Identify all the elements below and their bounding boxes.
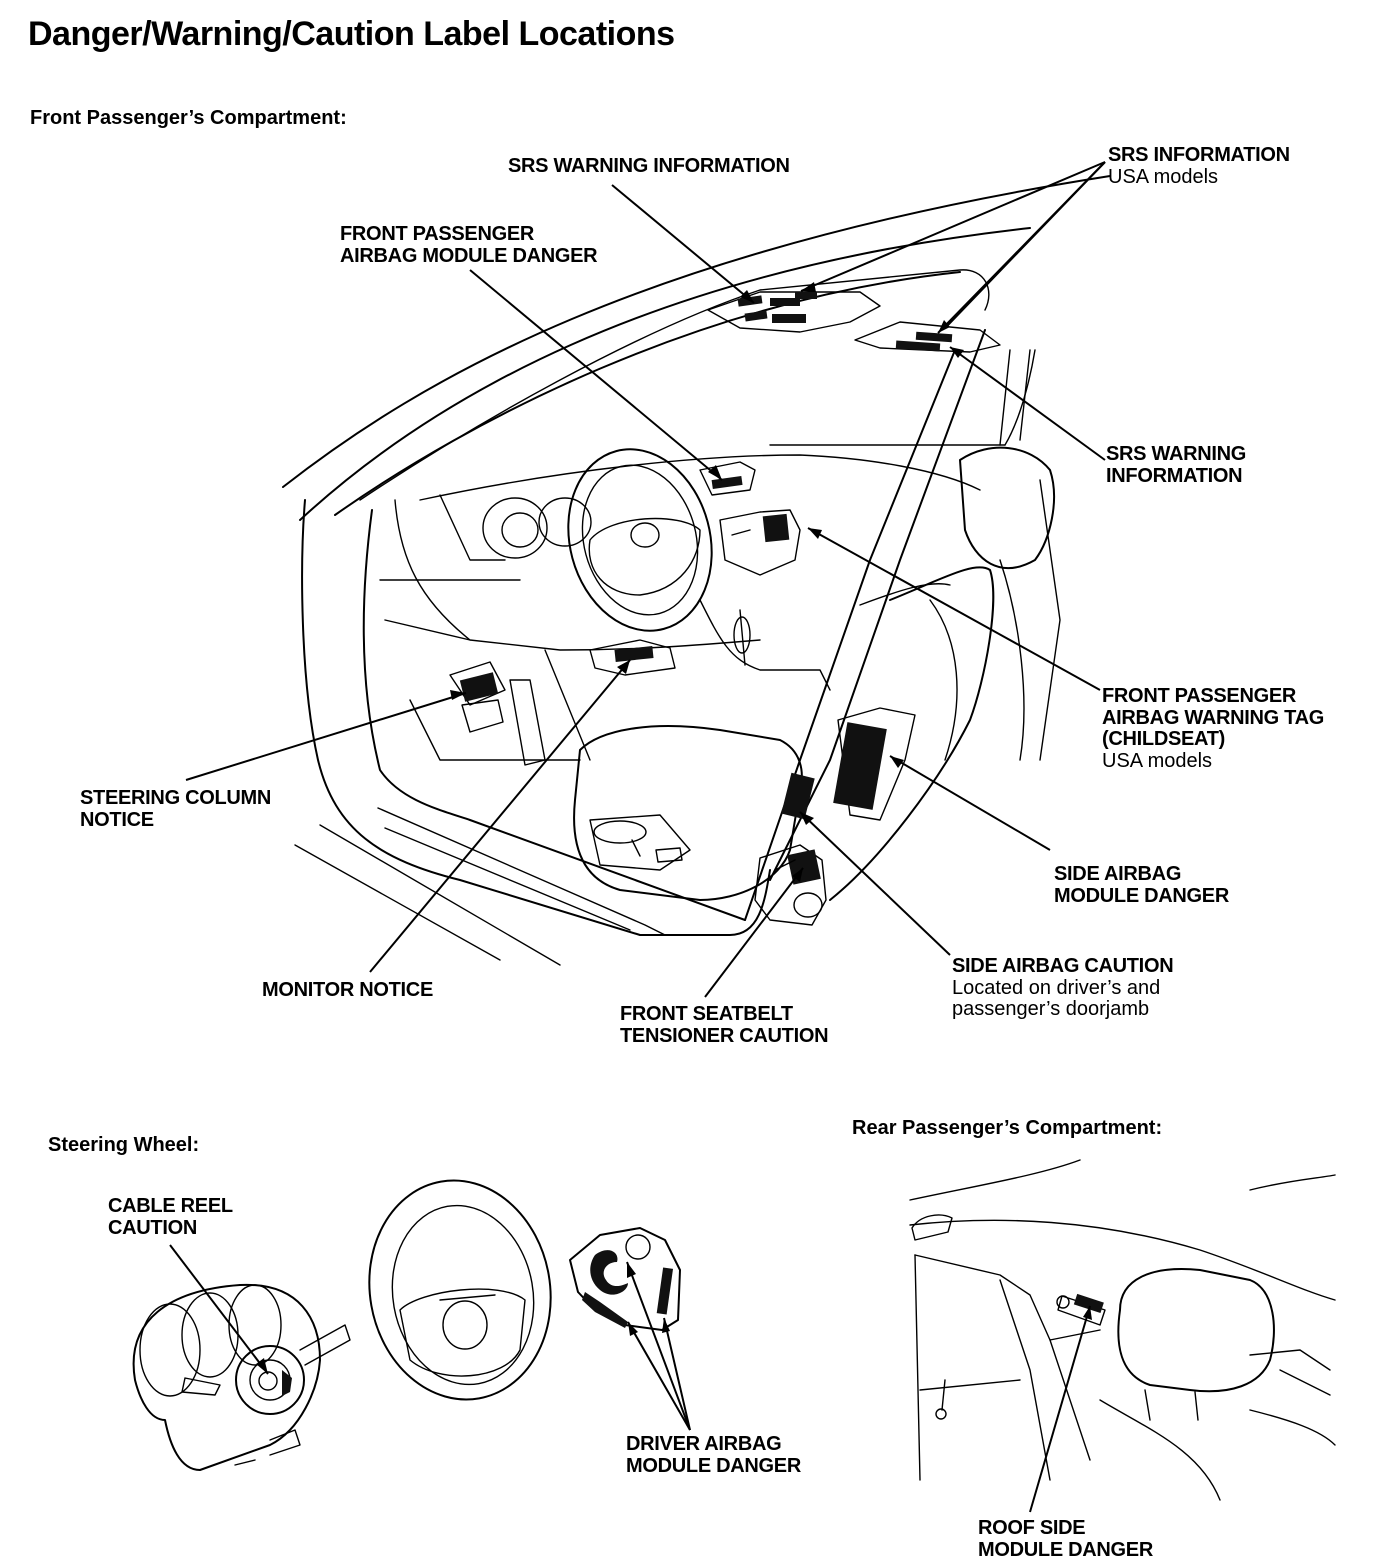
label-line: FRONT PASSENGER	[340, 223, 535, 245]
label-line: SIDE AIRBAG	[1054, 863, 1182, 885]
label-note: passenger’s doorjamb	[952, 998, 1150, 1021]
label-front-passenger-airbag-warning-tag: FRONT PASSENGER AIRBAG WARNING TAG (CHIL…	[1102, 685, 1324, 772]
steering-wheel-drawings	[132, 1179, 681, 1471]
label-line: MODULE DANGER	[626, 1454, 801, 1477]
label-srs-information-title: SRS INFORMATION	[1108, 144, 1290, 166]
label-srs-warning-information-right: SRS WARNING INFORMATION	[1106, 443, 1247, 487]
label-cable-reel-caution: CABLE REEL CAUTION	[108, 1195, 233, 1239]
section-front-passenger: Front Passenger’s Compartment:	[30, 107, 347, 129]
label-monitor-notice: MONITOR NOTICE	[262, 979, 433, 1001]
label-side-airbag-caution: SIDE AIRBAG CAUTION Located on driver’s …	[952, 955, 1174, 1021]
leader-lines	[169, 161, 1106, 1513]
label-line: MODULE DANGER	[978, 1538, 1153, 1561]
label-side-airbag-module-danger: SIDE AIRBAG MODULE DANGER	[1054, 863, 1229, 907]
label-line: SIDE AIRBAG CAUTION	[952, 955, 1174, 977]
section-rear-passenger: Rear Passenger’s Compartment:	[852, 1117, 1163, 1139]
rear-compartment-drawing	[909, 1159, 1336, 1501]
label-note: USA models	[1102, 749, 1213, 772]
label-roof-side-module-danger: ROOF SIDE MODULE DANGER	[978, 1517, 1153, 1561]
label-srs-information-note: USA models	[1108, 165, 1219, 188]
front-compartment-drawing	[282, 175, 1111, 966]
label-line: AIRBAG WARNING TAG	[1102, 706, 1324, 729]
label-line: CAUTION	[108, 1216, 198, 1239]
label-note: Located on driver’s and	[952, 976, 1161, 999]
label-steering-column-notice: STEERING COLUMN NOTICE	[80, 787, 272, 831]
label-line: INFORMATION	[1106, 464, 1243, 487]
section-steering-wheel: Steering Wheel:	[48, 1134, 200, 1156]
label-line: CABLE REEL	[108, 1195, 233, 1217]
label-front-seatbelt-tensioner-caution: FRONT SEATBELT TENSIONER CAUTION	[620, 1003, 829, 1047]
label-line: STEERING COLUMN	[80, 787, 272, 809]
label-front-passenger-airbag-danger: FRONT PASSENGER AIRBAG MODULE DANGER	[340, 223, 598, 267]
page-title: Danger/Warning/Caution Label Locations	[28, 15, 675, 53]
label-line: AIRBAG MODULE DANGER	[340, 244, 598, 267]
arrowheads	[256, 282, 1092, 1374]
label-line: SRS WARNING	[1106, 443, 1247, 465]
label-line: FRONT SEATBELT	[620, 1003, 793, 1025]
label-srs-warning-information-top: SRS WARNING INFORMATION	[508, 155, 790, 177]
label-line: (CHILDSEAT)	[1102, 728, 1225, 751]
label-line: MODULE DANGER	[1054, 884, 1229, 907]
label-line: ROOF SIDE	[978, 1517, 1086, 1539]
label-driver-airbag-module-danger: DRIVER AIRBAG MODULE DANGER	[626, 1433, 801, 1477]
label-line: NOTICE	[80, 808, 154, 831]
label-srs-information: SRS INFORMATION USA models	[1108, 144, 1290, 188]
label-line: FRONT PASSENGER	[1102, 685, 1297, 707]
label-line: TENSIONER CAUTION	[620, 1024, 829, 1047]
label-line: DRIVER AIRBAG	[626, 1433, 782, 1455]
